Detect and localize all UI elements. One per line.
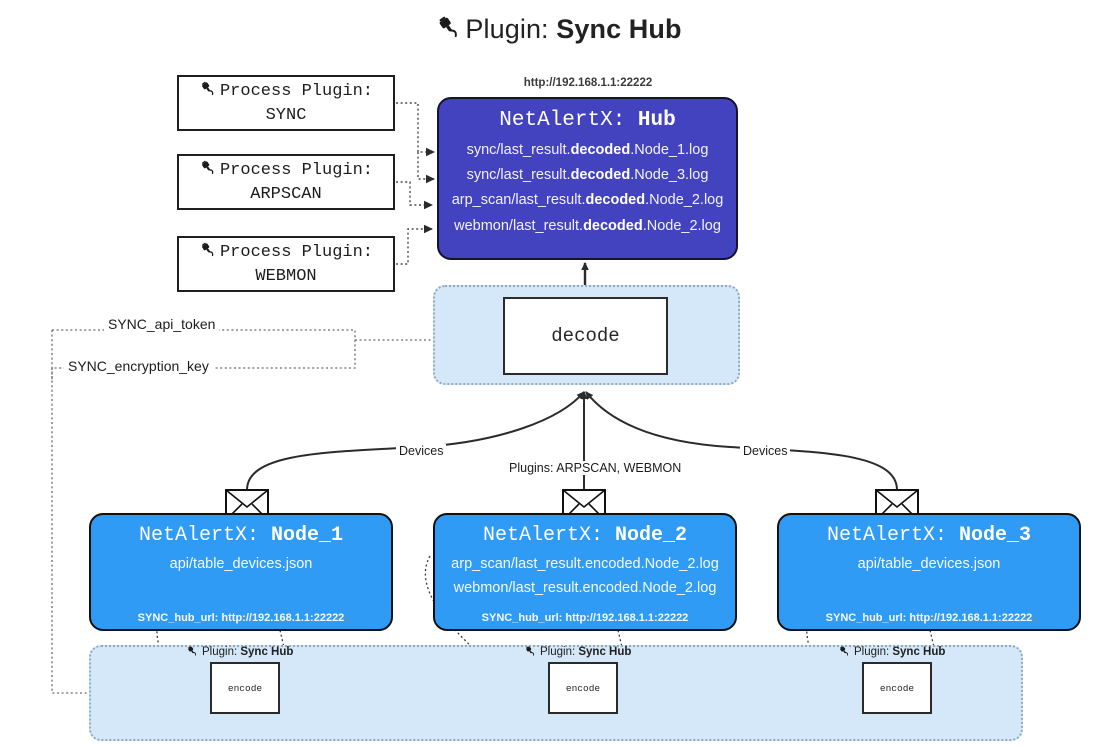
process-plugin-sync-label: Process Plugin:	[219, 82, 374, 102]
hub-log-line-1: sync/last_result.decoded.Node_1.log	[466, 142, 709, 158]
plug-icon	[186, 645, 198, 660]
node-1-hub-url: SYNC_hub_url: http://192.168.1.1:22222	[137, 612, 345, 624]
page-title: Plugin: Sync Hub	[0, 14, 1117, 47]
encode-1-caption: Plugin: Sync Hub	[186, 645, 293, 660]
encode-box-1[interactable]: encode	[210, 662, 280, 714]
node-1-lines: api/table_devices.json	[170, 554, 313, 576]
hub-title-name: Hub	[637, 109, 676, 132]
node-3-hub-url: SYNC_hub_url: http://192.168.1.1:22222	[825, 612, 1033, 624]
node-box-node-2[interactable]: NetAlertX: Node_2 arp_scan/last_result.e…	[433, 513, 737, 631]
encode-3-caption: Plugin: Sync Hub	[838, 645, 945, 660]
process-plugin-webmon-label: Process Plugin:	[219, 243, 374, 263]
plug-icon	[435, 14, 461, 47]
encode-2-caption: Plugin: Sync Hub	[524, 645, 631, 660]
node-2-lines: arp_scan/last_result.encoded.Node_2.log …	[451, 554, 719, 600]
encode-box-2[interactable]: encode	[548, 662, 618, 714]
process-plugin-arpscan-name: ARPSCAN	[250, 184, 322, 204]
hub-log-line-3: arp_scan/last_result.decoded.Node_2.log	[451, 192, 724, 209]
edge-label-devices-left: Devices	[396, 444, 447, 458]
process-plugin-webmon-line1: Process Plugin:	[199, 241, 373, 265]
process-plugin-arpscan-line1: Process Plugin:	[199, 159, 373, 183]
sync-api-token-label: SYNC_api_token	[104, 316, 220, 332]
encode-box-3[interactable]: encode	[862, 662, 932, 714]
hub-url-label: http://192.168.1.1:22222	[523, 77, 653, 89]
decode-box[interactable]: decode	[503, 297, 668, 375]
node-2-line-2: webmon/last_result.encoded.Node_2.log	[453, 579, 717, 596]
hub-log-line-2: sync/last_result.decoded.Node_3.log	[466, 167, 709, 184]
plug-icon	[199, 80, 216, 104]
plug-icon	[199, 159, 216, 183]
plug-icon	[199, 241, 216, 265]
node-3-line-1: api/table_devices.json	[857, 556, 1001, 572]
hub-title-prefix: NetAlertX:	[499, 109, 638, 132]
process-plugin-webmon-name: WEBMON	[255, 266, 317, 286]
node-3-title: NetAlertX: Node_3	[826, 524, 1032, 547]
edge-label-plugins-center: Plugins: ARPSCAN, WEBMON	[506, 461, 685, 475]
process-plugin-sync-name: SYNC	[265, 105, 307, 125]
process-plugin-sync-line1: Process Plugin:	[199, 80, 373, 104]
hub-box[interactable]: NetAlertX: Hub sync/last_result.decoded.…	[437, 97, 738, 260]
node-2-hub-url: SYNC_hub_url: http://192.168.1.1:22222	[481, 612, 689, 624]
page-title-name: Sync Hub	[556, 14, 682, 44]
node-3-lines: api/table_devices.json	[858, 554, 1001, 576]
node-1-title: NetAlertX: Node_1	[138, 524, 344, 547]
plug-icon	[838, 645, 850, 660]
node-2-line-1: arp_scan/last_result.encoded.Node_2.log	[451, 556, 719, 572]
node-box-node-3[interactable]: NetAlertX: Node_3 api/table_devices.json…	[777, 513, 1081, 631]
hub-log-line-4: webmon/last_result.decoded.Node_2.log	[454, 217, 721, 234]
process-plugin-box-webmon[interactable]: Process Plugin: WEBMON	[177, 236, 395, 292]
edge-label-devices-right: Devices	[740, 444, 791, 458]
page-title-prefix: Plugin:	[465, 14, 557, 44]
process-plugin-box-sync[interactable]: Process Plugin: SYNC	[177, 75, 395, 131]
node-1-line-1: api/table_devices.json	[169, 556, 313, 572]
process-plugin-arpscan-label: Process Plugin:	[219, 161, 374, 181]
process-plugin-box-arpscan[interactable]: Process Plugin: ARPSCAN	[177, 154, 395, 210]
hub-title: NetAlertX: Hub	[499, 109, 675, 132]
node-box-node-1[interactable]: NetAlertX: Node_1 api/table_devices.json…	[89, 513, 393, 631]
node-2-title: NetAlertX: Node_2	[482, 524, 688, 547]
sync-encryption-key-label: SYNC_encryption_key	[64, 358, 213, 374]
plug-icon	[524, 645, 536, 660]
